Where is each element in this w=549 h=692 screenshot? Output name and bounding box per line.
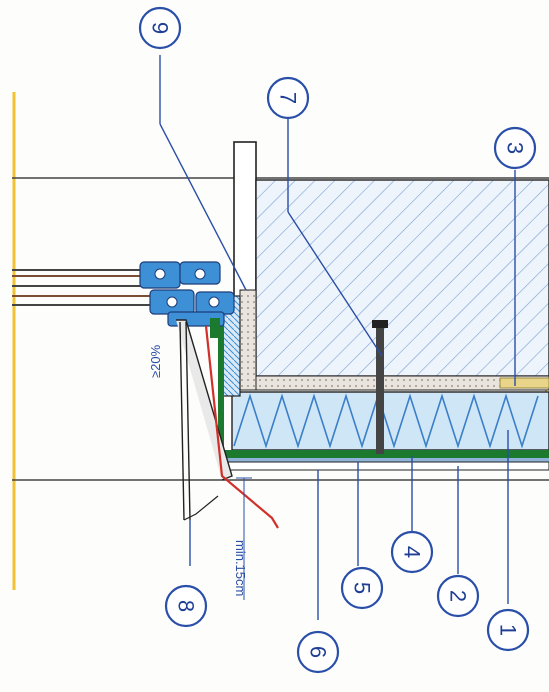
callout-8-label: 8 — [174, 600, 199, 612]
callout-3: 3 — [493, 126, 537, 170]
wall-dotted-strip — [239, 289, 257, 391]
anchor-fastener — [376, 326, 384, 454]
slope-label: ≥20% — [148, 344, 163, 378]
flashing-drip — [183, 495, 219, 521]
callout-9: 9 — [138, 6, 182, 50]
callout-7-label: 7 — [276, 92, 301, 104]
min-height-label: min.15cm — [233, 540, 248, 596]
callout-6-label: 6 — [306, 646, 331, 658]
callout-8: 8 — [164, 584, 208, 628]
gasket-assembly — [139, 261, 235, 327]
window-profile — [12, 269, 150, 306]
concrete-slab — [255, 179, 549, 377]
insulation-zigzag — [233, 393, 539, 449]
callout-7: 7 — [266, 76, 310, 120]
callout-4-label: 4 — [400, 546, 425, 558]
callout-5: 5 — [340, 566, 384, 610]
sill-seal — [210, 318, 220, 338]
callout-1-label: 1 — [496, 624, 521, 636]
callout-2: 2 — [436, 574, 480, 618]
callout-2-label: 2 — [446, 590, 471, 602]
callout-6: 6 — [296, 630, 340, 674]
edge-strip — [499, 377, 549, 389]
membrane-upturn-green — [218, 300, 224, 458]
callout-9-label: 9 — [148, 22, 173, 34]
callout-5-label: 5 — [350, 582, 375, 594]
bottom-membrane — [221, 461, 549, 471]
anchor-head — [372, 320, 388, 328]
leader-lines — [159, 55, 516, 620]
insulation-layer — [231, 391, 549, 451]
callout-4: 4 — [390, 530, 434, 574]
callout-3-label: 3 — [503, 142, 528, 154]
red-flashing — [204, 325, 279, 529]
callout-1: 1 — [486, 608, 530, 652]
membrane-layer-green — [222, 450, 549, 458]
separation-layer — [222, 458, 549, 462]
